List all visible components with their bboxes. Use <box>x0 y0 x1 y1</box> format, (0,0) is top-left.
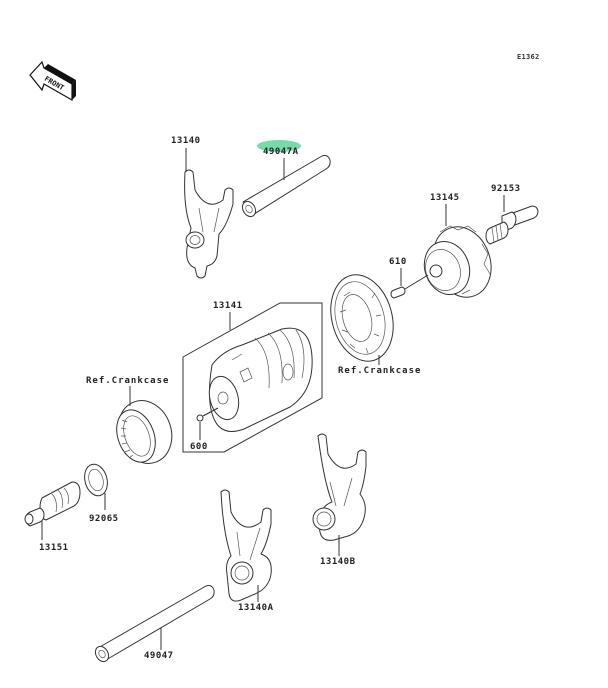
part-13140A-shift-fork[interactable] <box>220 489 272 602</box>
leader-600-to-drum <box>202 407 219 417</box>
part-49047A-shift-rod[interactable] <box>240 155 331 219</box>
part-49047-shift-rod[interactable] <box>93 585 215 664</box>
part-highlight-49047A <box>257 140 301 152</box>
part-label-610[interactable]: 610 <box>389 257 407 267</box>
ref-crankcase-label-right: Ref.Crankcase <box>338 366 422 376</box>
part-label-92065[interactable]: 92065 <box>89 514 119 524</box>
assembly-box-13141 <box>182 302 323 453</box>
part-label-92153[interactable]: 92153 <box>491 184 521 194</box>
part-label-49047A[interactable]: 49047A <box>263 147 299 157</box>
part-92065-washer[interactable] <box>81 462 111 499</box>
part-610-pin[interactable] <box>390 286 406 299</box>
part-92153-bolt[interactable] <box>485 205 539 245</box>
part-label-600[interactable]: 600 <box>190 442 208 452</box>
diagram-id: E1362 <box>517 53 540 61</box>
part-label-13151[interactable]: 13151 <box>39 543 69 553</box>
part-label-49047[interactable]: 49047 <box>144 651 174 661</box>
part-label-13141[interactable]: 13141 <box>213 301 243 311</box>
part-13141-shift-drum[interactable] <box>205 327 313 432</box>
part-label-13140A[interactable]: 13140A <box>238 603 274 613</box>
leader-610-to-cam <box>404 274 429 290</box>
part-13151-shift-shaft[interactable] <box>24 481 81 527</box>
part-13145-drum-cam[interactable] <box>417 219 501 306</box>
part-bearing-right[interactable] <box>322 268 403 369</box>
part-13140-shift-fork[interactable] <box>184 169 234 279</box>
part-13140B-shift-fork[interactable] <box>312 433 367 541</box>
part-label-13140[interactable]: 13140 <box>171 136 201 146</box>
ref-crankcase-label-left: Ref.Crankcase <box>86 376 170 386</box>
part-600-pin[interactable] <box>196 414 204 422</box>
part-label-13145[interactable]: 13145 <box>430 193 460 203</box>
part-needle-bearing-left[interactable] <box>110 393 181 471</box>
front-arrow-icon: FRONT <box>29 60 76 102</box>
part-label-13140B[interactable]: 13140B <box>320 557 356 567</box>
